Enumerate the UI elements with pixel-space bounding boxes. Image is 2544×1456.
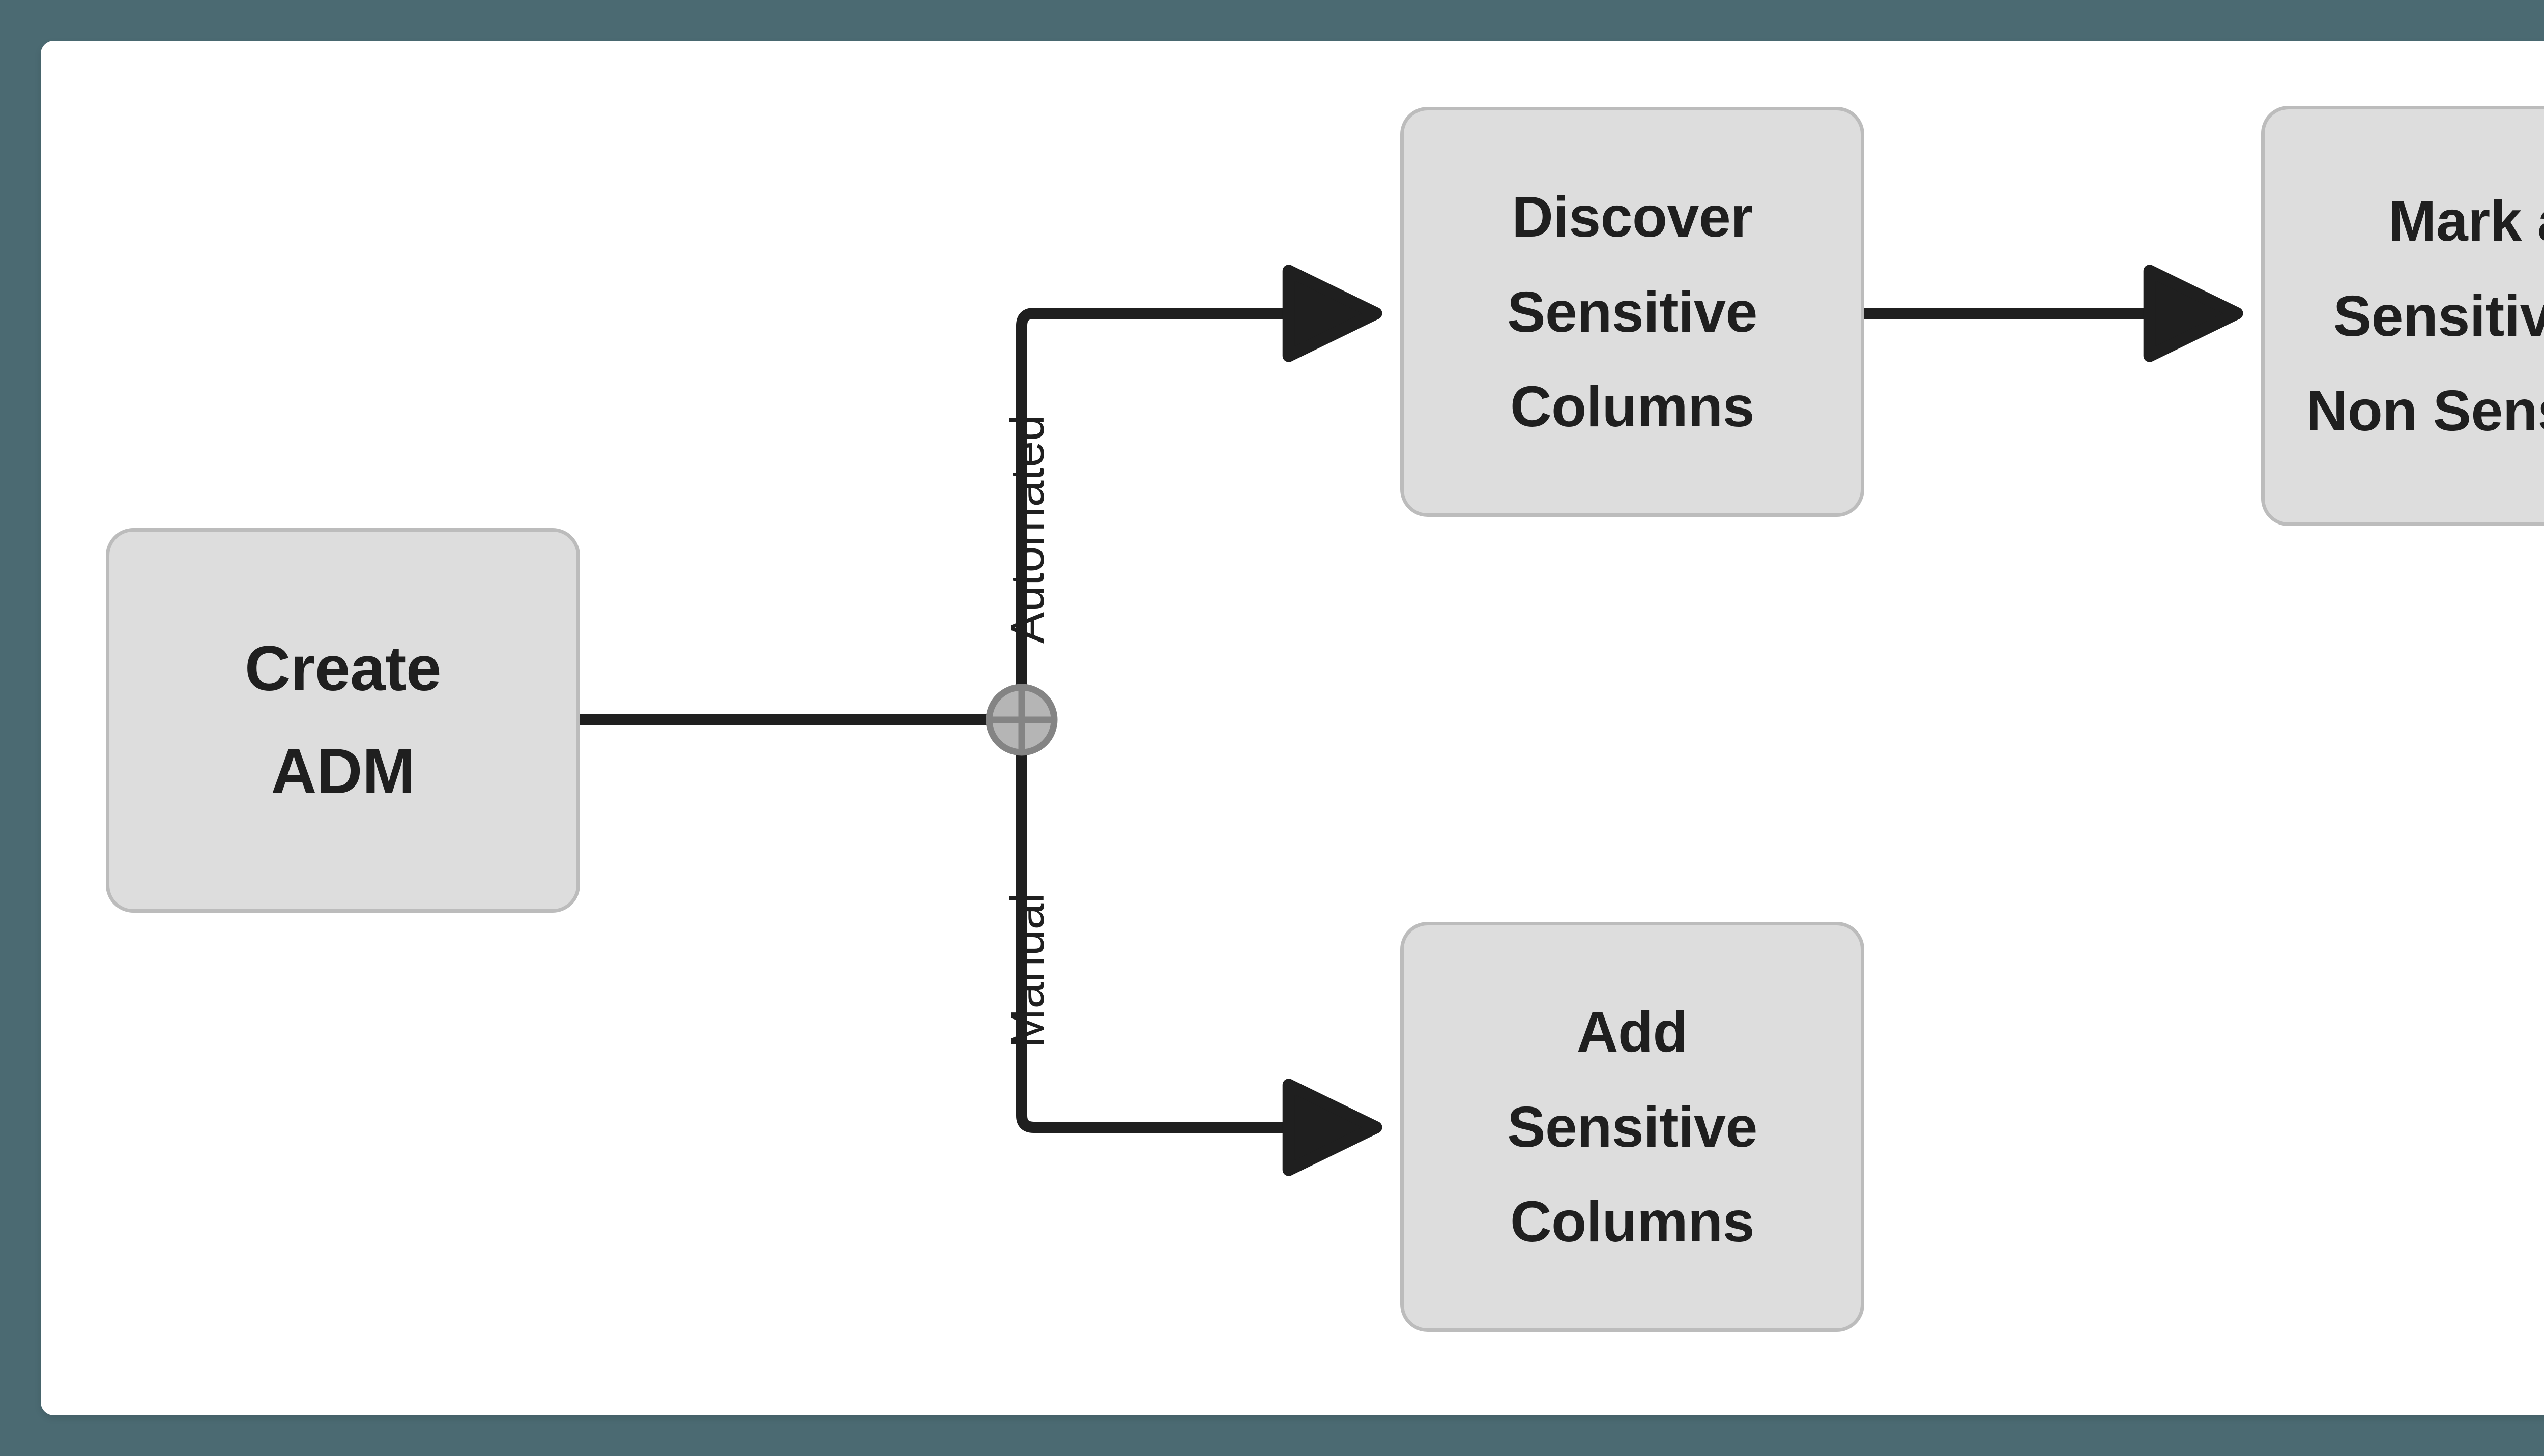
branch-label-manual: Manual <box>1001 892 1054 1048</box>
node-discover-line-2: Sensitive <box>1507 279 1757 344</box>
node-mark-as-sensitive[interactable]: Mark as Sensitive or Non Sensitive <box>2261 106 2544 526</box>
branch-label-automated: Automated <box>1001 415 1054 644</box>
node-discover-line-1: Discover <box>1512 185 1753 249</box>
junction-circle <box>986 684 1058 756</box>
edge-junction-to-discover <box>1016 265 1382 690</box>
node-add-line-2: Sensitive <box>1507 1094 1757 1159</box>
node-add-line-1: Add <box>1576 1000 1688 1064</box>
node-add-sensitive-columns[interactable]: Add Sensitive Columns <box>1400 922 1864 1332</box>
node-mark-line-1: Mark as <box>2388 189 2544 253</box>
node-mark-line-3: Non Sensitive <box>2306 378 2544 443</box>
node-add-line-3: Columns <box>1510 1189 1754 1254</box>
branch-junction[interactable] <box>986 684 1058 756</box>
node-create-adm-line-2: ADM <box>271 736 415 807</box>
node-mark-line-2: Sensitive or <box>2333 283 2544 348</box>
node-create-adm[interactable]: Create ADM <box>106 528 580 913</box>
edge-junction-to-add <box>1016 750 1382 1176</box>
node-discover-line-3: Columns <box>1510 374 1754 439</box>
node-create-adm-line-1: Create <box>244 633 442 704</box>
node-discover-sensitive-columns[interactable]: Discover Sensitive Columns <box>1400 107 1864 517</box>
